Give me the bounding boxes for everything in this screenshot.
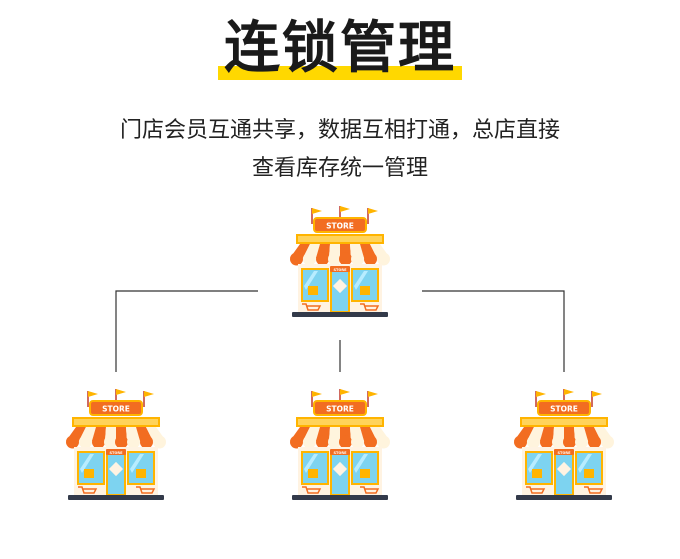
store-branch-left [65,389,167,501]
connector-left [115,290,258,372]
store-branch-right [513,389,615,501]
connector-right [422,290,565,372]
title-text: 连锁管理 [224,16,456,81]
store-headquarters [289,206,391,318]
header: 连锁管理 [0,14,680,84]
page-title: 连锁管理 [218,14,462,84]
subtitle-line-2: 查看库存统一管理 [251,156,428,181]
subtitle: 门店会员互通共享，数据互相打通，总店直接 查看库存统一管理 [0,112,680,188]
store-branch-middle [289,389,391,501]
subtitle-line-1: 门店会员互通共享，数据互相打通，总店直接 [119,118,560,143]
